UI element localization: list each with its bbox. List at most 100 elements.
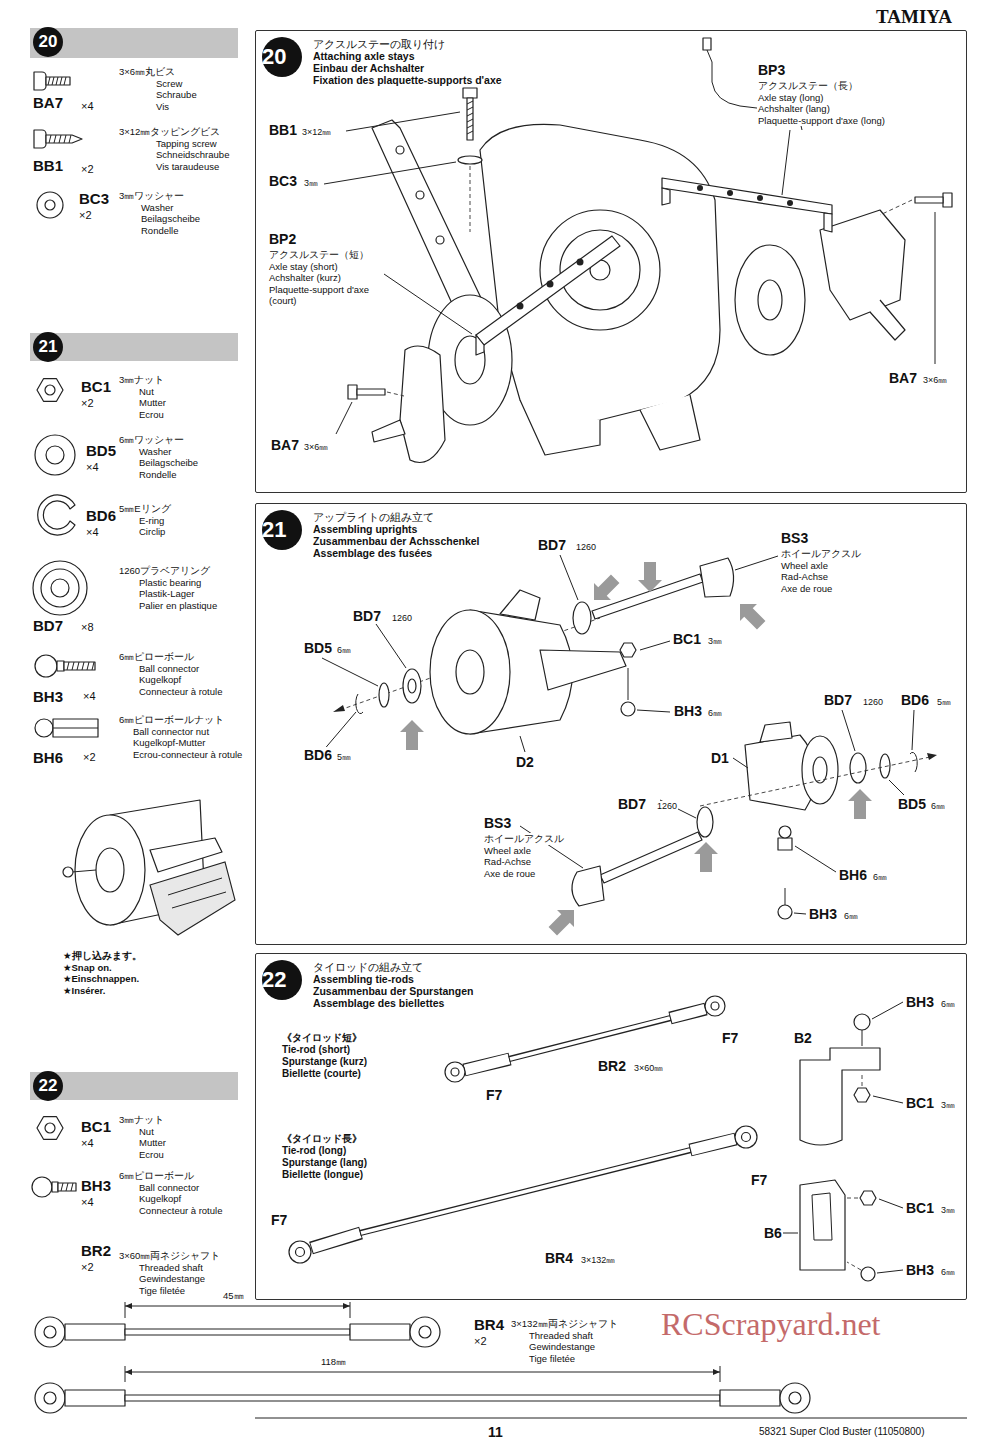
part-description: Nut xyxy=(138,1126,155,1138)
tie-rod-caption: 《タイロッド長》 xyxy=(281,1133,363,1145)
step-number: 21 xyxy=(262,510,286,550)
part-size: 1260 xyxy=(391,613,413,624)
part-description: Plaquette-support d'axe (long) xyxy=(757,115,886,127)
part-description: Threaded shaft xyxy=(138,1262,204,1274)
part-description: Vis taraudeuse xyxy=(155,161,220,173)
part-code: BD7 xyxy=(617,796,647,812)
part-code: D1 xyxy=(710,750,730,766)
part-code: BP2 xyxy=(268,231,297,247)
part-description: 6㎜ピローボール xyxy=(118,1170,195,1182)
part-code: F7 xyxy=(721,1030,739,1046)
note: ★Insérer. xyxy=(62,985,106,997)
quantity: ×4 xyxy=(80,1196,95,1209)
part-description: Rad-Achse xyxy=(483,856,532,868)
part-code: BB1 xyxy=(268,122,298,138)
part-description: Washer xyxy=(138,446,172,458)
part-code: BP3 xyxy=(757,62,786,78)
step-number: 20 xyxy=(33,27,63,57)
tie-rod-caption: Biellette (longue) xyxy=(281,1169,364,1181)
part-description: Axle stay (long) xyxy=(757,92,824,104)
part-description: アクスルステー（長） xyxy=(757,80,859,92)
dimension: 45㎜ xyxy=(222,1290,245,1302)
part-size: 1260 xyxy=(656,801,678,812)
part-description: Achshalter (lang) xyxy=(757,103,831,115)
part-code: BC1 xyxy=(905,1200,935,1216)
part-code: BC1 xyxy=(672,631,702,647)
part-description: Ecrou-connecteur à rotule xyxy=(132,749,243,761)
part-code: F7 xyxy=(270,1212,288,1228)
part-code: BH6 xyxy=(32,749,64,766)
step-title: タイロッドの組み立て xyxy=(313,961,423,973)
part-description: Achshalter (kurz) xyxy=(268,272,342,284)
part-size: 6㎜ xyxy=(872,872,888,883)
note: ★Snap on. xyxy=(62,962,113,974)
step-title: Assembling tie-rods xyxy=(313,973,414,985)
part-description: 6㎜ピローボール xyxy=(118,651,195,663)
part-code: B6 xyxy=(763,1225,783,1241)
part-description: アクスルステー（短） xyxy=(268,249,370,261)
part-description: Ecrou xyxy=(138,1149,165,1161)
note: ★Einschnappen. xyxy=(62,973,140,985)
part-description: 5㎜Eリング xyxy=(118,503,172,515)
page-number: 11 xyxy=(487,1424,504,1440)
part-description: 3×60㎜両ネジシャフト xyxy=(118,1250,221,1262)
part-code: BD6 xyxy=(303,747,333,763)
part-code: BS3 xyxy=(780,530,809,546)
brand-logo: TAMIYA xyxy=(875,6,953,28)
quantity: ×2 xyxy=(82,751,97,764)
part-size: 1260 xyxy=(575,542,597,553)
step-title: Zusammenbau der Spurstangen xyxy=(313,985,473,997)
part-description: Rondelle xyxy=(140,225,180,237)
part-size: 3㎜ xyxy=(707,636,723,647)
step-panel: タイロッドの組み立てAssembling tie-rodsZusammenbau… xyxy=(255,953,967,1300)
gearbox-illustration xyxy=(324,38,952,463)
step-number-circle: 21 xyxy=(262,510,302,550)
part-size: 3×132㎜ xyxy=(580,1255,616,1266)
part-description: Axe de roue xyxy=(780,583,833,595)
part-code: BD7 xyxy=(537,537,567,553)
part-description: Tige filetée xyxy=(528,1353,576,1365)
step-title: Assemblage des biellettes xyxy=(313,997,444,1009)
part-description: Nut xyxy=(138,386,155,398)
part-description: Ecrou xyxy=(138,409,165,421)
part-description: ホイールアクスル xyxy=(780,548,862,560)
step-number: 22 xyxy=(33,1071,63,1101)
part-description: Tapping screw xyxy=(155,138,218,150)
part-description: Axe de roue xyxy=(483,868,536,880)
step-title: Assemblage des fusées xyxy=(313,547,432,559)
part-description: Kugelkopf xyxy=(138,674,182,686)
part-size: 3×60㎜ xyxy=(633,1063,664,1074)
part-description: Mutter xyxy=(138,397,167,409)
step-title: Fixation des plaquette-supports d'axe xyxy=(313,74,502,86)
tie-rod-caption: Spurstange (kurz) xyxy=(281,1056,368,1068)
step-panel: アクスルステーの取り付けAttaching axle staysEinbau d… xyxy=(255,30,967,493)
part-size: 1260 xyxy=(862,697,884,708)
step-title: Einbau der Achshalter xyxy=(313,62,424,74)
part-code: BR2 xyxy=(80,1242,112,1259)
step-title: アップライトの組み立て xyxy=(313,511,434,523)
step-number: 21 xyxy=(33,332,63,362)
part-size: 3㎜ xyxy=(303,178,319,189)
part-code: BR4 xyxy=(473,1316,505,1333)
part-code: BD6 xyxy=(85,507,117,524)
part-code: BH3 xyxy=(673,703,703,719)
part-size: 6㎜ xyxy=(940,999,956,1010)
part-code: BD5 xyxy=(303,640,333,656)
part-description: Vis xyxy=(155,101,170,113)
tie-rod-caption: Tie-rod (long) xyxy=(281,1145,347,1157)
part-code: F7 xyxy=(750,1172,768,1188)
part-code: BC3 xyxy=(78,190,110,207)
step-title: Zusammenbau der Achsschenkel xyxy=(313,535,480,547)
part-code: BC3 xyxy=(268,173,298,189)
part-description: Palier en plastique xyxy=(138,600,218,612)
part-description: Mutter xyxy=(138,1137,167,1149)
tie-rod-caption: 《タイロッド短》 xyxy=(281,1032,363,1044)
step-header-band: 21 xyxy=(30,333,238,361)
part-code: BC1 xyxy=(80,378,112,395)
step-number: 20 xyxy=(262,37,286,77)
step-number: 22 xyxy=(262,960,286,1000)
part-code: BC1 xyxy=(80,1118,112,1135)
part-size: 3×6㎜ xyxy=(922,375,948,386)
step-header-band: 22 xyxy=(30,1072,238,1100)
part-description: Rondelle xyxy=(138,469,178,481)
